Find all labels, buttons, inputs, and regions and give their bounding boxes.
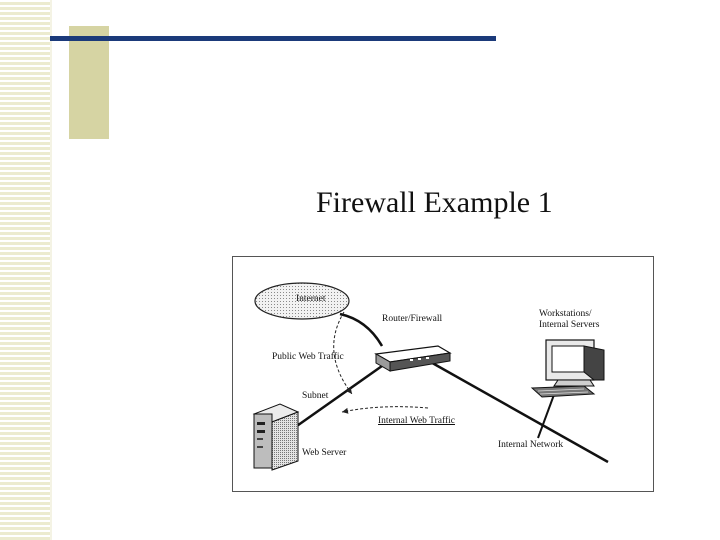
- decorative-stripe-sidebar: [0, 0, 52, 540]
- workstation-icon: [530, 339, 605, 398]
- label-internal-servers: Internal Servers: [539, 320, 600, 330]
- label-internal-web-traffic: Internal Web Traffic: [378, 416, 455, 426]
- label-internet: Internet: [296, 294, 326, 304]
- workstation-link: [537, 391, 556, 439]
- label-internal-network: Internal Network: [498, 440, 564, 450]
- label-router-firewall: Router/Firewall: [382, 314, 443, 324]
- accent-square: [69, 26, 109, 139]
- subnet-link: [293, 364, 383, 430]
- label-web-server: Web Server: [302, 448, 347, 458]
- label-public-web-traffic: Public Web Traffic: [272, 352, 344, 362]
- title-rule: [50, 36, 496, 41]
- sidebar-edge: [50, 0, 52, 540]
- router-firewall-icon: [374, 345, 452, 372]
- label-workstations: Workstations/: [539, 309, 592, 319]
- diagram-canvas: [232, 256, 654, 492]
- web-server-icon: [252, 403, 300, 471]
- label-subnet: Subnet: [302, 391, 329, 401]
- public-traffic-arrow: [333, 311, 353, 395]
- internet-cloud-icon: [254, 282, 350, 320]
- firewall-diagram: Internet Router/Firewall Public Web Traf…: [232, 256, 654, 492]
- internet-link: [339, 312, 384, 347]
- slide-title: Firewall Example 1: [316, 186, 553, 219]
- internal-network-link: [426, 358, 609, 464]
